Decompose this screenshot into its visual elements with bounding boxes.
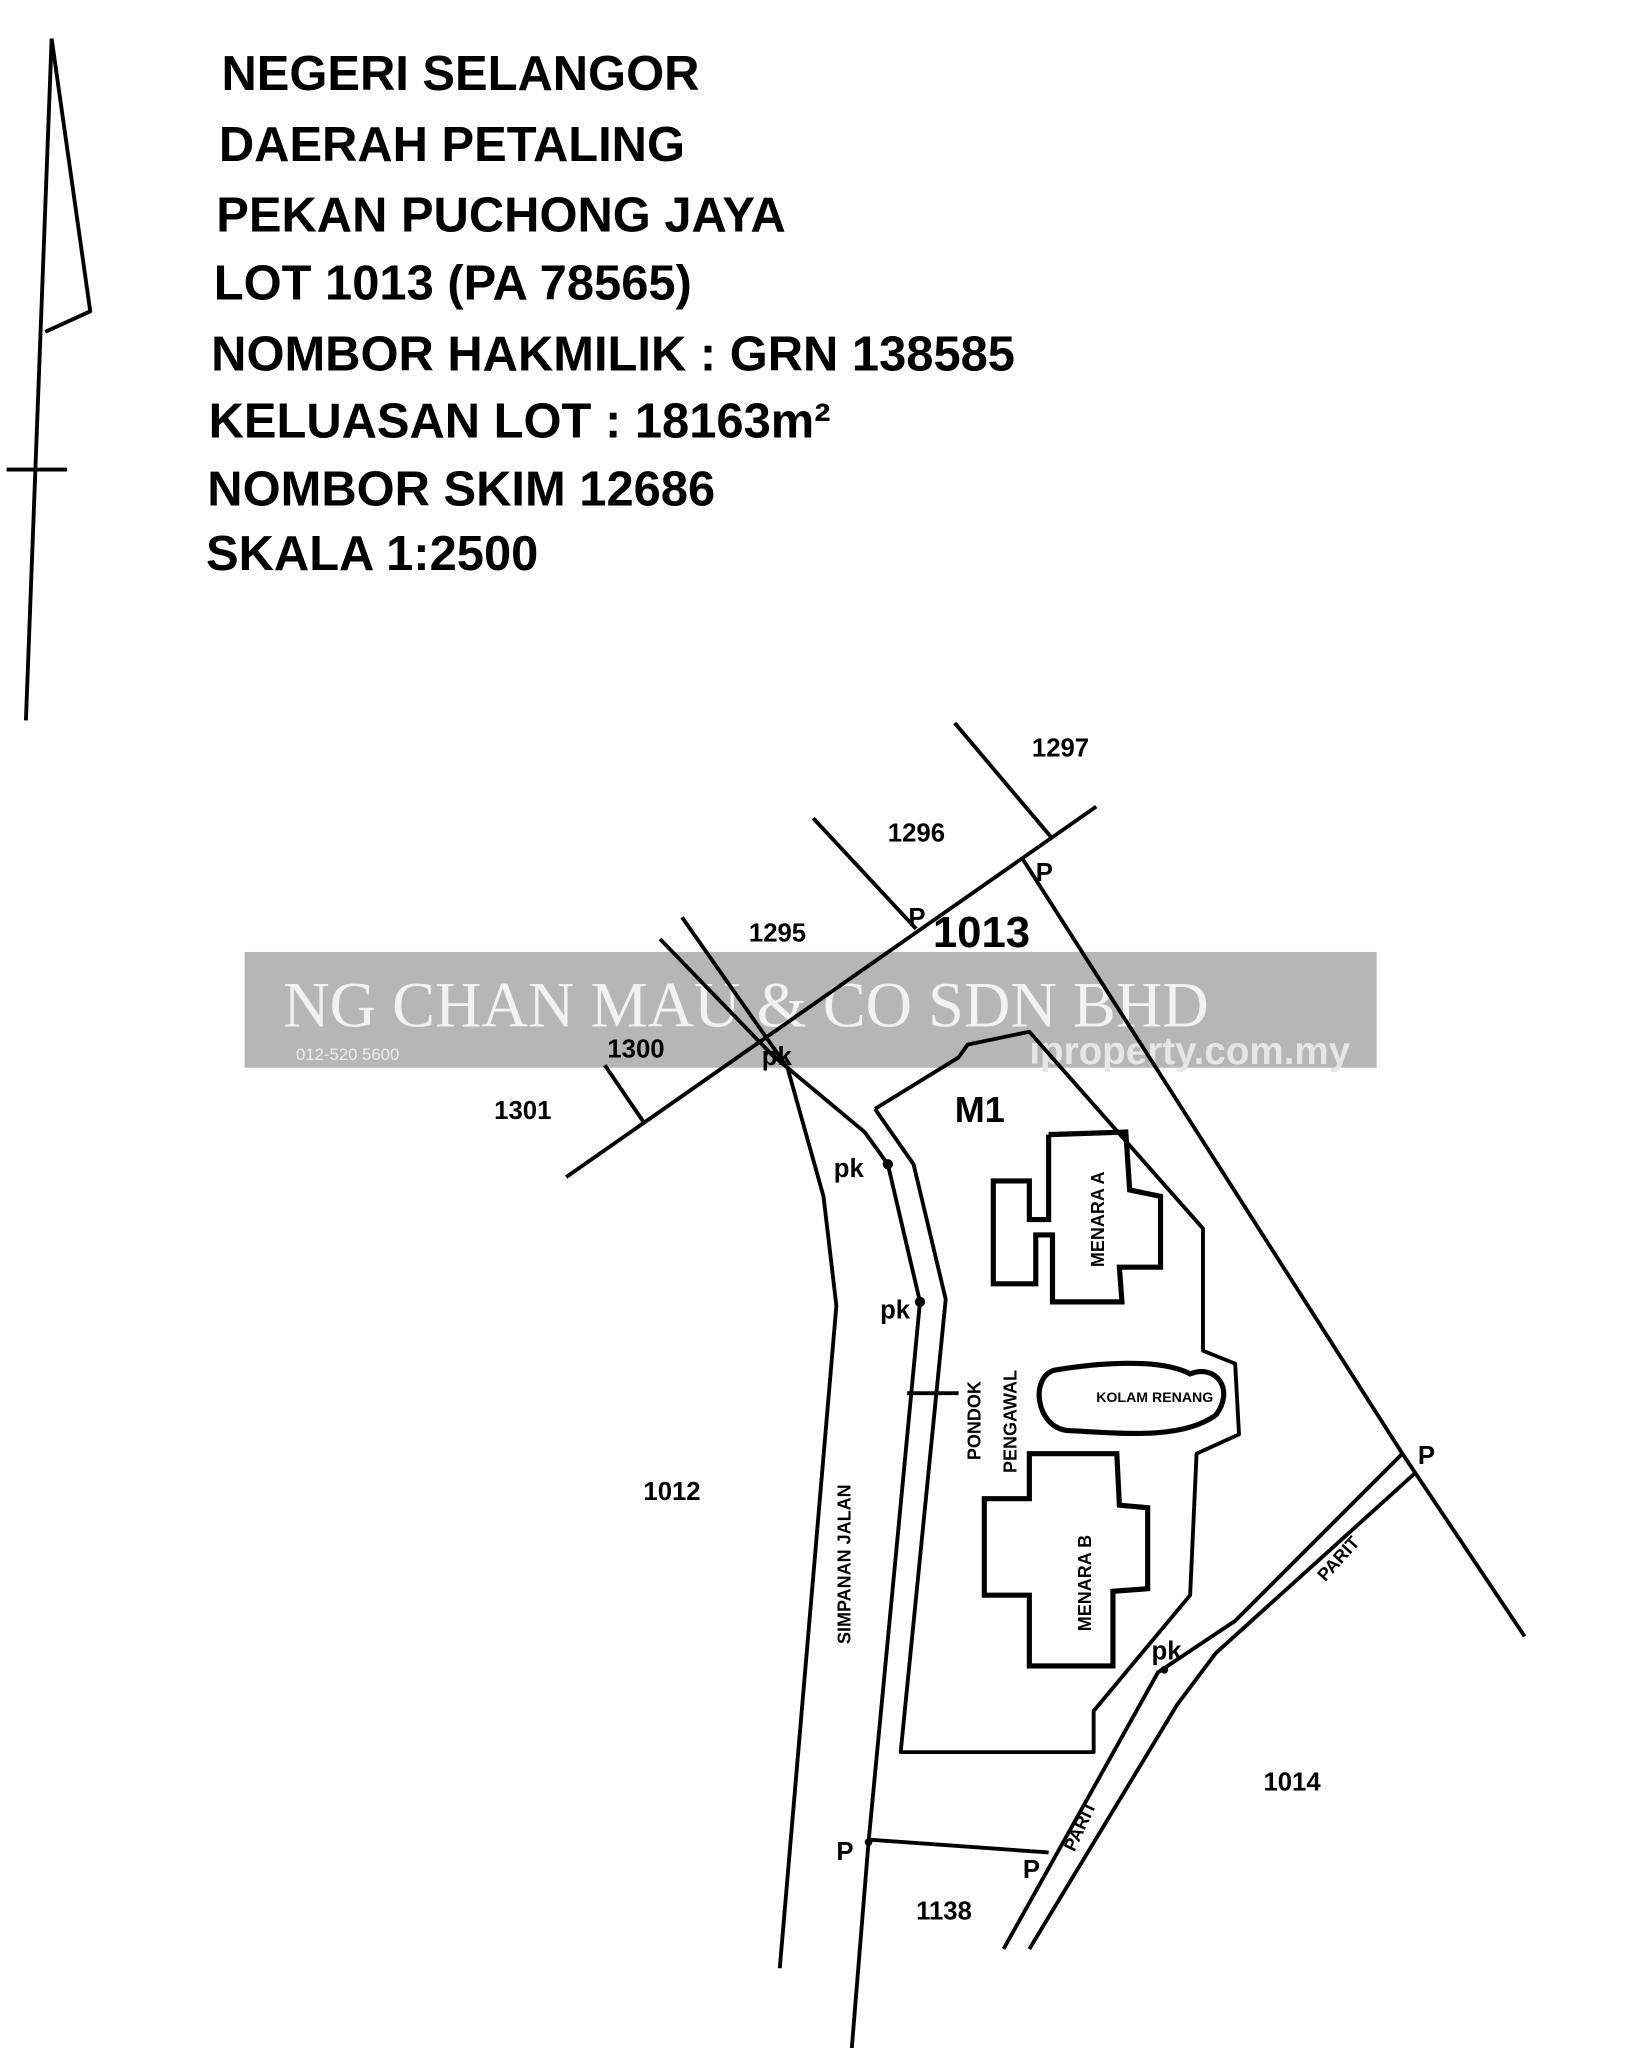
- simpanan-jalan-label: SIMPANAN JALAN: [835, 1484, 855, 1644]
- watermark-site: iproperty.com.my: [1029, 1030, 1350, 1073]
- zone-m1-label: M1: [955, 1089, 1005, 1130]
- lot-1138-label: 1138: [916, 1897, 972, 1925]
- marker-p: P: [1023, 1856, 1040, 1884]
- kolam-label: KOLAM RENANG: [1096, 1389, 1213, 1405]
- lot-1295-label: 1295: [749, 920, 806, 948]
- building-menara-a: MENARA A: [990, 1129, 1164, 1305]
- lot-1014-label: 1014: [1263, 1769, 1321, 1797]
- lot-1013-label: 1013: [933, 908, 1030, 957]
- lot-1296-label: 1296: [888, 819, 945, 847]
- header-state: NEGERI SELANGOR: [221, 47, 699, 101]
- building-menara-b: MENARA B: [981, 1451, 1151, 1669]
- header-lot-area: KELUASAN LOT : 18163m²: [209, 394, 831, 448]
- pondok-label: PONDOK: [964, 1381, 984, 1460]
- marker-pk: pk: [762, 1043, 793, 1071]
- header-scheme-number: NOMBOR SKIM 12686: [207, 463, 715, 517]
- marker-p: P: [1036, 859, 1053, 887]
- lot-1012-label: 1012: [643, 1478, 700, 1506]
- pengawal-label: PENGAWAL: [1000, 1370, 1020, 1473]
- lot-boundaries: [565, 721, 1527, 2048]
- boundary-markers: P P P P P pk pk pk pk: [762, 859, 1435, 1884]
- marker-p: P: [908, 904, 925, 932]
- header-town: PEKAN PUCHONG JAYA: [216, 189, 785, 243]
- lot-1300-label: 1300: [607, 1035, 664, 1063]
- header-lot: LOT 1013 (PA 78565): [214, 257, 692, 311]
- marker-pk: pk: [834, 1155, 865, 1183]
- menara-b-label: MENARA B: [1075, 1535, 1095, 1631]
- building-kolam-renang: KOLAM RENANG: [1036, 1360, 1227, 1437]
- marker-pk: pk: [880, 1297, 911, 1325]
- north-arrow-icon: [6, 38, 93, 721]
- parit-label-lower: PARIT: [1060, 1798, 1100, 1854]
- lot-1301-label: 1301: [494, 1097, 551, 1125]
- header-scale: SKALA 1:2500: [206, 527, 538, 581]
- menara-a-label: MENARA A: [1088, 1171, 1108, 1267]
- lot-1297-label: 1297: [1032, 734, 1089, 762]
- marker-p: P: [836, 1838, 853, 1866]
- marker-p: P: [1418, 1442, 1435, 1470]
- title-block: NEGERI SELANGOR DAERAH PETALING PEKAN PU…: [206, 47, 1015, 581]
- marker-pk: pk: [1152, 1637, 1183, 1665]
- header-title-number: NOMBOR HAKMILIK : GRN 138585: [211, 327, 1015, 381]
- header-district: DAERAH PETALING: [219, 118, 685, 172]
- watermark-phone: 012-520 5600: [296, 1045, 399, 1064]
- watermark: NG CHAN MAU & CO SDN BHD iproperty.com.m…: [244, 951, 1377, 1073]
